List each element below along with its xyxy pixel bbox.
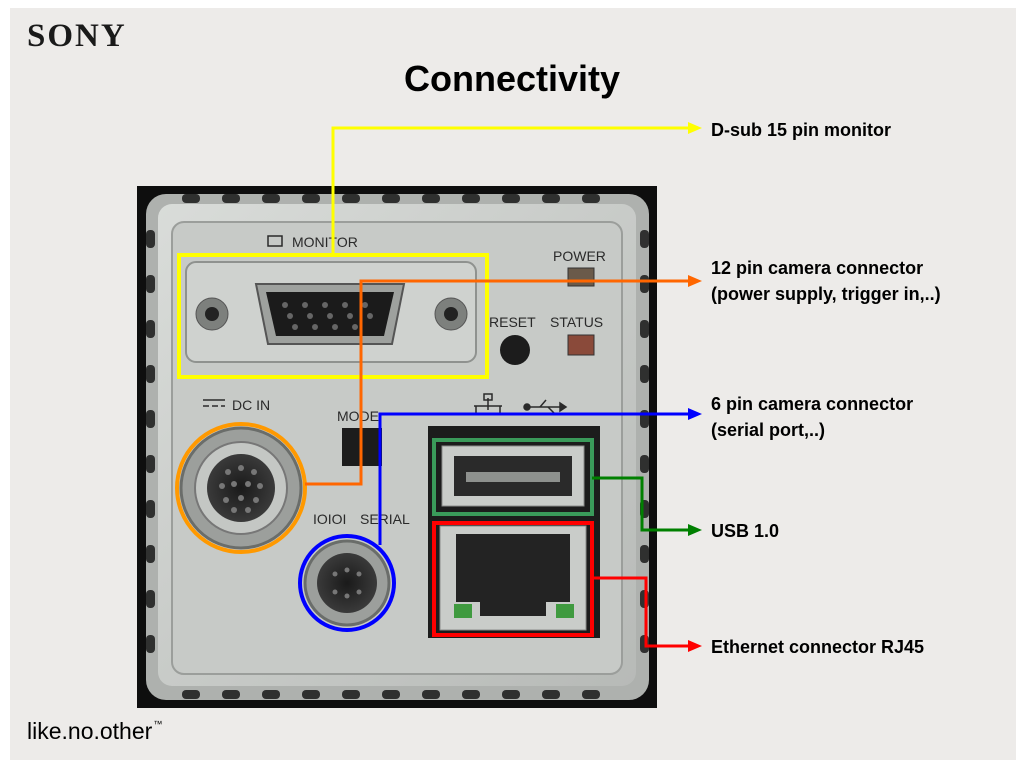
usb-leader-line [592, 476, 690, 532]
callout-ethernet: Ethernet connector RJ45 [711, 634, 924, 660]
callout-ethernet-line1: Ethernet connector RJ45 [711, 637, 925, 657]
serial-label: SERIAL [360, 511, 410, 527]
12-pin-arrowhead [688, 275, 702, 287]
callout-6-pin-line1: 6 pin camera connector [711, 394, 914, 414]
power-led [567, 267, 595, 287]
monitor-label: MONITOR [292, 234, 358, 250]
dc-symbol-icon [203, 399, 225, 407]
12-pin-connector[interactable] [179, 426, 303, 550]
slide-title: Connectivity [403, 58, 621, 99]
dsub-monitor-port[interactable] [185, 261, 477, 363]
6-pin-highlight-circle [298, 534, 396, 632]
6-pin-arrowhead [688, 408, 702, 420]
trademark-symbol: ™ [153, 719, 163, 729]
dsub-arrowhead [688, 122, 702, 134]
status-label: STATUS [550, 314, 603, 330]
monitor-indicator-icon [267, 235, 283, 247]
usb-port[interactable] [441, 445, 585, 507]
6-pin-leader-line [378, 412, 690, 545]
ethernet-arrowhead [688, 640, 702, 652]
status-led [567, 334, 595, 356]
6-pin-serial-connector[interactable] [303, 539, 391, 627]
callout-usb-line1: USB 1.0 [711, 521, 780, 541]
callout-dsub-line1: D-sub 15 pin monitor [711, 120, 891, 140]
callout-6-pin: 6 pin camera connector (serial port,..) [711, 391, 913, 443]
callout-12-pin-line1: 12 pin camera connector [711, 258, 924, 278]
ethernet-port[interactable] [439, 525, 587, 631]
callout-12-pin: 12 pin camera connector (power supply, t… [711, 255, 941, 307]
callout-12-pin-line2: (power supply, trigger in,..) [711, 284, 941, 304]
brand-tagline: like.no.other™ [27, 718, 162, 745]
serial-glyph: IOIOI [313, 511, 346, 527]
12-pin-highlight-circle [175, 422, 307, 554]
mode-label: MODE [337, 408, 379, 424]
power-label: POWER [553, 248, 606, 264]
usb-arrowhead [688, 524, 702, 536]
dsub-leader-line [331, 126, 690, 255]
reset-label: RESET [489, 314, 536, 330]
tagline-text: like.no.other [27, 718, 153, 744]
callout-usb: USB 1.0 [711, 518, 779, 544]
12-pin-leader-line [305, 279, 690, 486]
callout-dsub: D-sub 15 pin monitor [711, 117, 891, 143]
usb-icon [523, 399, 568, 414]
reset-button[interactable] [500, 335, 530, 365]
dc-in-label: DC IN [232, 397, 270, 413]
callout-6-pin-line2: (serial port,..) [711, 420, 826, 440]
ethernet-leader-line [592, 576, 690, 648]
sony-logo: SONY [27, 18, 127, 54]
